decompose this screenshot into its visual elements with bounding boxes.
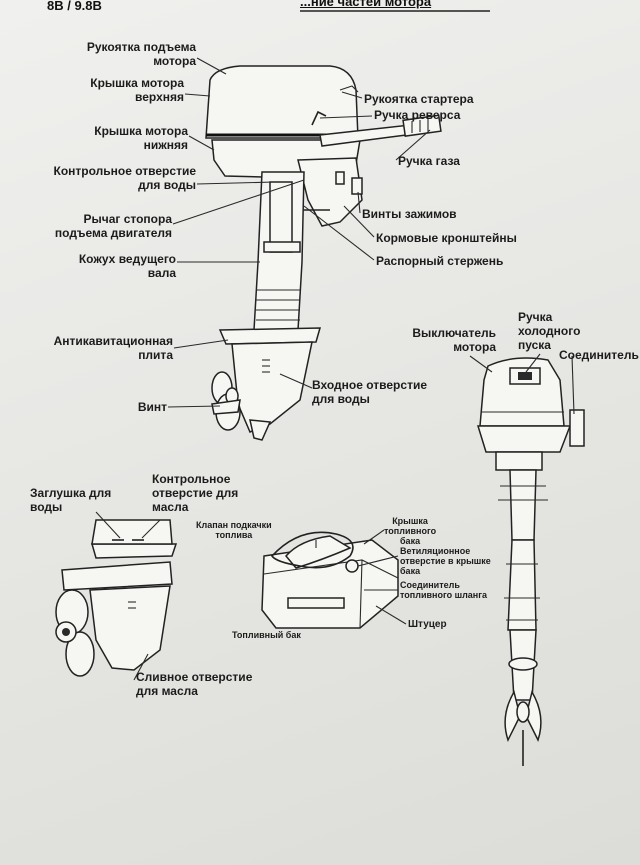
label-propeller: Винт [137,400,167,414]
label-throttle-grip: Ручка газа [398,154,460,168]
label-clamp-screws: Винты зажимов [362,207,457,221]
fuel-tank-drawing [261,529,407,629]
label-starter-handle: Рукоятка стартера [364,92,474,106]
label-connector: Соединитель [559,348,639,362]
label-reverse-handle: Ручка реверса [374,108,461,122]
gearcase-drawing [55,511,178,681]
label-stern-brackets: Кормовые кронштейны [376,231,517,245]
main-outboard-drawing [167,57,442,441]
label-thrust-rod: Распорный стержень [376,254,504,268]
section-title: ...ние частей мотора [300,0,432,9]
label-fitting: Штуцер [408,619,447,630]
label-fuel-tank: Топливный бак [232,630,301,640]
side-outboard-drawing [469,353,585,766]
model-heading: 8B / 9.8B [47,0,102,13]
